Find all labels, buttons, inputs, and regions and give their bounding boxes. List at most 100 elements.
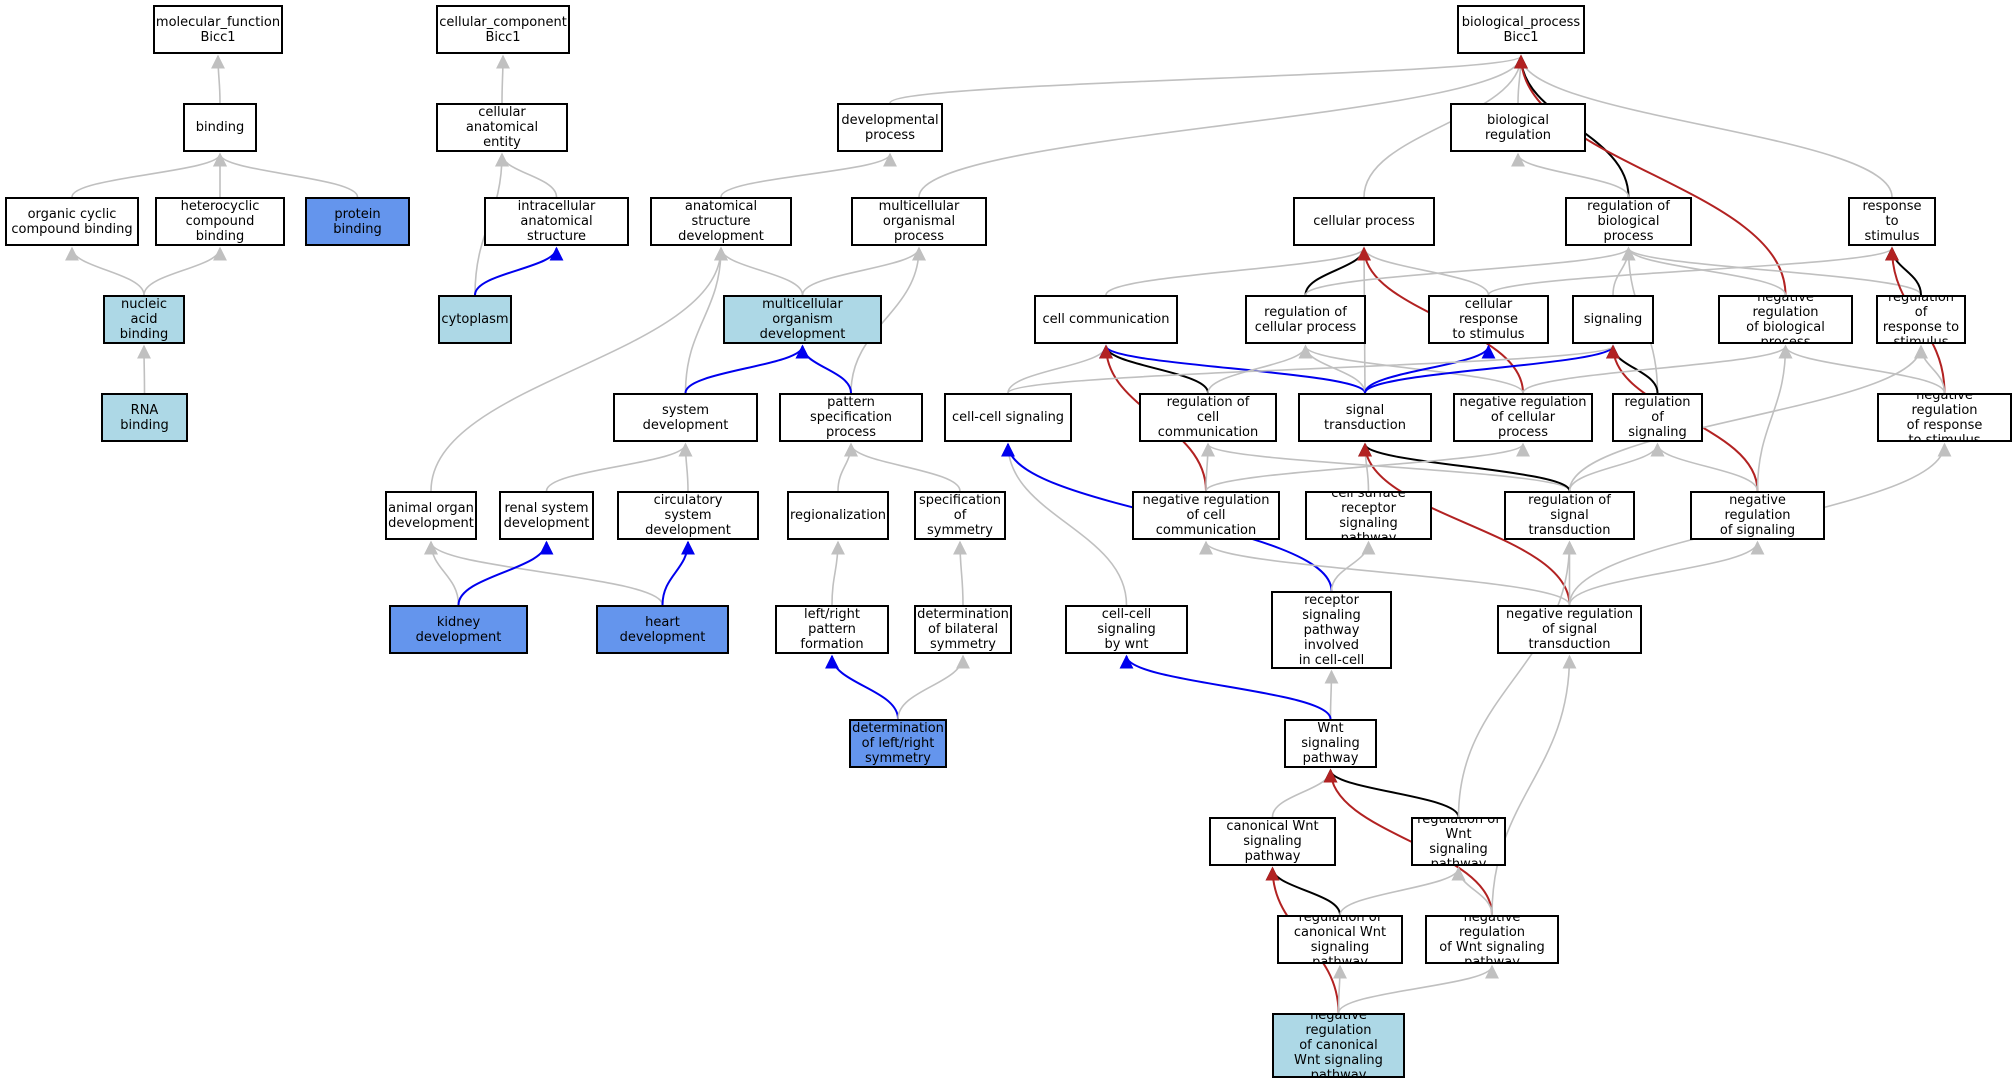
edge-mop-is_a-bp bbox=[918, 54, 1528, 198]
go-term-node-ccs[interactable]: cell-cell signaling bbox=[944, 393, 1072, 442]
edge-psp-part_of-mod bbox=[795, 344, 852, 394]
go-term-node-protbind[interactable]: protein binding bbox=[305, 197, 410, 246]
edge-cae-is_a-cc bbox=[495, 54, 510, 104]
edge-regresp-is_a-regbp bbox=[1621, 246, 1922, 296]
go-term-node-cellcomm[interactable]: cell communication bbox=[1034, 295, 1178, 344]
edge-regst-is_a-regresp bbox=[1568, 344, 1928, 492]
edge-nrcc-is_a-nrcp bbox=[1205, 442, 1530, 492]
edge-dlrs-is_a-dbs bbox=[897, 654, 970, 720]
go-term-node-cellproc[interactable]: cellular process bbox=[1293, 197, 1435, 246]
edge-asd-is_a-devproc bbox=[720, 152, 897, 198]
go-term-label: regionalization bbox=[790, 508, 886, 523]
edge-csd-is_a-sysdev bbox=[678, 442, 693, 492]
go-term-node-binding[interactable]: binding bbox=[183, 103, 257, 152]
edge-regbp-is_a-bioreg bbox=[1511, 152, 1630, 198]
go-term-node-kd[interactable]: kidney development bbox=[389, 605, 528, 654]
edge-nrcc-is_a-regcc bbox=[1200, 442, 1215, 492]
go-term-node-rnab[interactable]: RNA binding bbox=[101, 393, 188, 442]
edge-ccsw-is_a-ccs bbox=[1001, 442, 1128, 606]
go-term-node-regionalization[interactable]: regionalization bbox=[787, 491, 889, 540]
edge-ccs-is_a-cellcomm bbox=[1007, 344, 1113, 394]
edge-nrst-is_a-nrcc bbox=[1199, 540, 1571, 606]
go-term-label: kidney development bbox=[415, 614, 502, 645]
go-term-node-bioreg[interactable]: biological regulation bbox=[1450, 103, 1586, 152]
go-term-node-hd[interactable]: heart development bbox=[596, 605, 729, 654]
edge-rsd-is_a-sysdev bbox=[545, 442, 693, 492]
go-term-label: cytoplasm bbox=[441, 312, 509, 327]
edge-hd-part_of-csd bbox=[661, 540, 695, 606]
edge-hd-is_a-aod bbox=[424, 540, 664, 606]
edge-sos-is_a-psp bbox=[844, 442, 961, 492]
go-term-node-cyto[interactable]: cytoplasm bbox=[438, 295, 512, 344]
go-term-node-signaling[interactable]: signaling bbox=[1572, 295, 1654, 344]
go-term-node-sysdev[interactable]: system development bbox=[613, 393, 758, 442]
go-term-label: protein binding bbox=[333, 206, 382, 237]
go-term-label: heart development bbox=[619, 614, 706, 645]
edge-devproc-is_a-bp bbox=[889, 54, 1528, 104]
go-term-node-st[interactable]: signal transduction bbox=[1298, 393, 1432, 442]
edge-kd-part_of-rsd bbox=[457, 540, 554, 606]
go-term-label: cell communication bbox=[1042, 312, 1170, 327]
edge-nab-is_a-hcb bbox=[143, 246, 227, 296]
edge-nrs-is_a-nrbp bbox=[1756, 344, 1793, 492]
edge-st-part_of-signaling bbox=[1364, 344, 1620, 394]
edge-rnab-is_a-nab bbox=[137, 344, 152, 394]
